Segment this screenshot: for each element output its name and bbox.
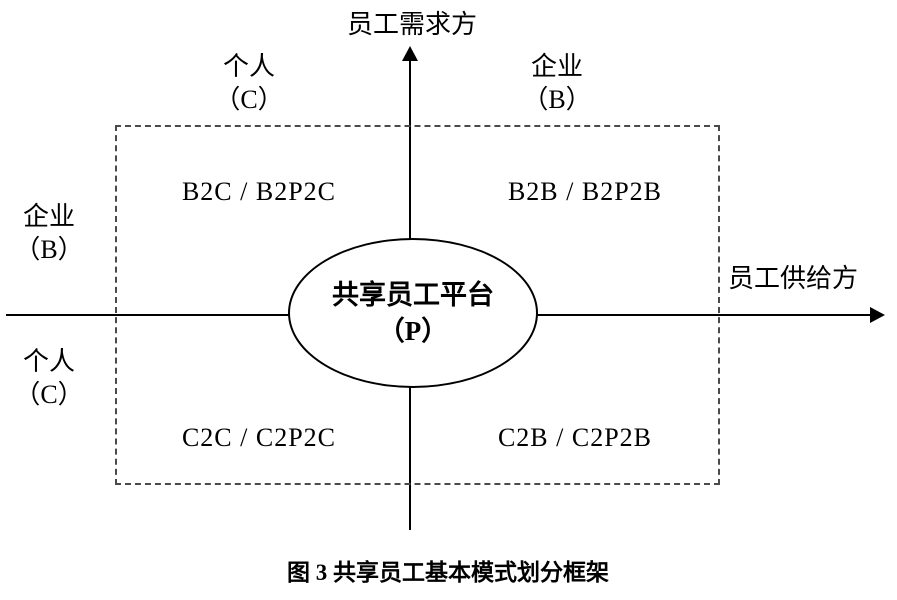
dashed-boundary-box [115,125,720,485]
vertical-axis-arrowhead-icon [402,46,418,61]
header-top-right-line2: （B） [522,85,592,114]
header-left-lower-line2: （C） [14,380,84,409]
header-left-lower: 个人 （C） [14,345,83,411]
platform-code: （P） [377,316,449,346]
header-top-left-line2: （C） [214,85,284,114]
header-top-right: 企业 （B） [522,50,591,116]
header-top-left: 个人 （C） [214,50,283,116]
quadrant-code-top-left: B2C / B2P2C [181,177,337,206]
horizontal-axis-arrowhead-icon [870,307,885,323]
header-left-lower-line1: 个人 [22,347,75,376]
header-top-left-line1: 个人 [222,52,275,81]
quadrant-code-top-right: B2B / B2P2B [507,177,663,206]
header-left-upper-line2: （B） [14,235,84,264]
figure-caption: 图 3 共享员工基本模式划分框架 [287,560,609,585]
quadrant-code-bottom-left: C2C / C2P2C [181,423,337,452]
platform-ellipse: 共享员工平台 （P） [288,238,538,388]
header-left-upper-line1: 企业 [22,202,75,231]
platform-name: 共享员工平台 [332,279,494,310]
header-left-upper: 企业 （B） [14,200,83,266]
axis-label-demand-side: 员工需求方 [346,10,478,39]
quadrant-code-bottom-right: C2B / C2P2B [497,423,653,452]
axis-label-supply-side: 员工供给方 [728,264,859,293]
header-top-right-line1: 企业 [530,52,583,81]
